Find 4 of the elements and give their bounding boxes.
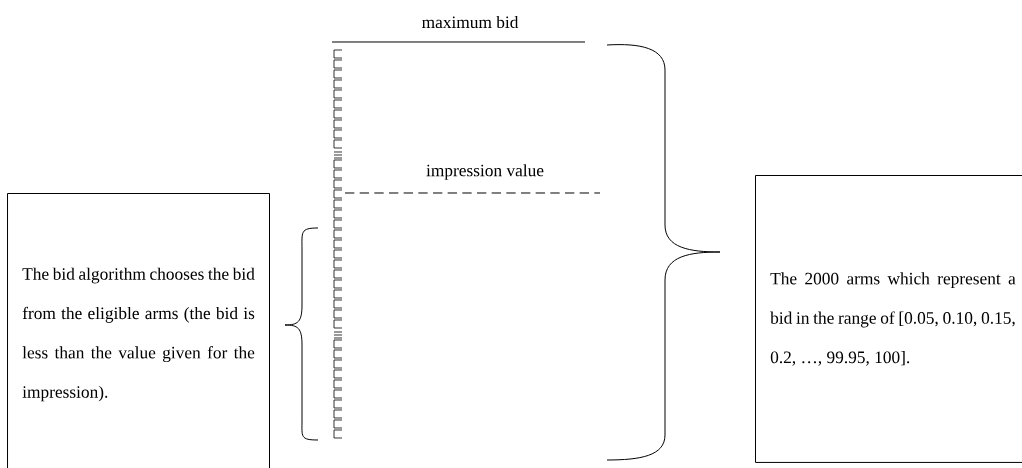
- level-label: impression value: [426, 164, 544, 180]
- level-label: maximum bid: [422, 15, 519, 29]
- text-box: The 2000 arms which represent a bid in the range of [0.05, 0.10, 0.15, 0.2, …, 99.95, 100].: [755, 175, 1022, 463]
- text-box: The bid algorithm chooses the bid from the eligible arms (the bid is less than the value given for the impression).: [7, 193, 270, 468]
